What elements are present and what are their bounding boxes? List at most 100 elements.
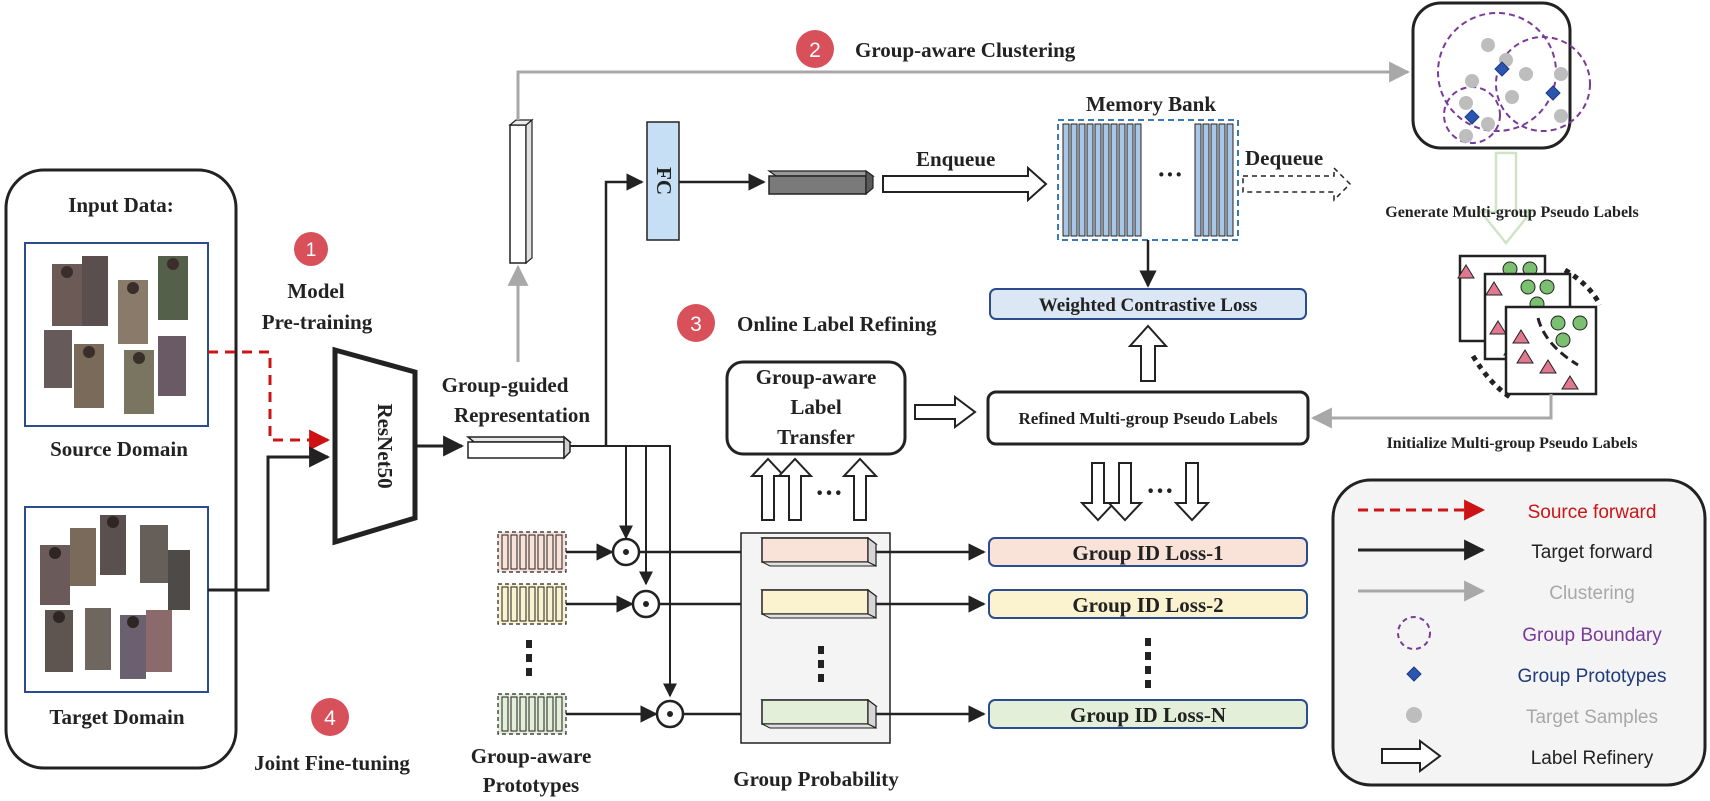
refined-to-contrastive-arrow [1127,324,1169,382]
step-3-number: 3 [690,313,702,336]
prototypes-line1: Group-aware [471,744,592,768]
odot-operator-center [623,549,629,555]
probability-bar [760,588,986,619]
step-1-badge [294,232,328,266]
generate-pseudo-labels-arrow [1478,151,1534,245]
step-1-number: 1 [306,240,317,261]
resnet50-backbone: ResNet50 [332,346,418,546]
prototype-slot [555,696,563,732]
fc-label: FC [652,167,676,195]
embedding-feature-bar [767,169,875,196]
representation-line1: Group-guided [442,373,569,397]
target-person-crops [40,515,190,679]
memory-slot [1126,123,1134,237]
clustering-feature-column [508,118,534,265]
loss-vertical-dots [1145,638,1151,688]
prototype-slot [528,696,536,732]
prototype-slot [519,534,527,570]
memory-slot [1118,123,1126,237]
step-1-line2: Pre-training [262,310,373,334]
memory-slot [1202,123,1210,237]
group-id-loss-label: Group ID Loss-N [1070,703,1226,727]
prototype-rows [497,531,758,735]
enqueue-label: Enqueue [916,147,995,171]
prototype-row [497,583,758,625]
input-data-panel: Input Data: Source Domain [4,168,238,770]
enqueue-arrow [882,165,1048,203]
step-4-number: 4 [324,707,336,730]
step-4-label: Joint Fine-tuning [254,751,410,775]
prototype-row [497,693,758,735]
step-2-badge [796,30,834,68]
step-1-model-pretraining: 1 Model Pre-training [262,232,373,334]
prototype-slot [537,696,545,732]
label-transfer-line2: Label [790,395,842,419]
memory-slot [1078,123,1086,237]
prototype-routing-lines [570,445,677,698]
group-id-loss-box: Group ID Loss-2 [988,589,1308,619]
initialize-pseudo-labels-arrow [1310,394,1553,429]
group-aware-label-transfer-box: Group-aware Label Transfer [725,360,907,456]
group-id-loss-label: Group ID Loss-1 [1072,541,1223,565]
legend-label: Clustering [1549,583,1635,604]
group-id-loss-label: Group ID Loss-2 [1072,593,1223,617]
prototype-slot [528,586,536,622]
source-domain-label: Source Domain [50,437,188,461]
prototype-row [497,531,758,573]
prototype-slot [546,696,554,732]
step-3-badge [677,304,715,342]
step-1-line1: Model [287,279,344,303]
group-id-loss-box: Group ID Loss-N [988,699,1308,729]
legend-label: Target Samples [1526,707,1658,728]
memory-slot [1094,123,1102,237]
probability-vertical-dots [818,646,824,682]
legend-label: Label Refinery [1531,748,1654,769]
prototype-slot [501,696,509,732]
group-probability-bars [760,536,986,729]
prototype-slot [537,586,545,622]
probability-bar [760,698,986,729]
legend-label: Target forward [1531,542,1652,563]
refined-to-group-loss-arrows: ··· [1079,462,1211,522]
label-transfer-line3: Transfer [777,425,855,449]
resnet50-label: ResNet50 [373,403,397,488]
target-forward-arrow [208,446,331,592]
prototype-slot [501,586,509,622]
transfer-to-refined-arrow [914,395,977,429]
svg-text:···: ··· [1146,476,1174,507]
prototype-slot [537,534,545,570]
probability-bar [760,536,986,567]
prototype-slot [555,586,563,622]
refined-pseudo-labels-label: Refined Multi-group Pseudo Labels [1019,409,1278,428]
memory-slot [1086,123,1094,237]
prototype-slot [528,534,536,570]
group-probability-label: Group Probability [733,767,899,791]
prototype-vertical-dots [526,640,532,676]
memory-slot [1218,123,1226,237]
probability-to-transfer-arrows: ··· [749,457,879,521]
memory-bank: ··· [1057,119,1239,241]
refined-pseudo-labels-box: Refined Multi-group Pseudo Labels [986,390,1310,446]
prototype-slot [519,586,527,622]
dequeue-arrow [1242,166,1352,202]
memory-bank-ellipsis: ··· [1157,160,1183,189]
prototype-slot [555,534,563,570]
svg-text:···: ··· [815,478,843,509]
memory-bank-title: Memory Bank [1086,92,1216,116]
prototype-slot [519,696,527,732]
memory-slot [1070,123,1078,237]
generate-pseudo-labels-label: Generate Multi-group Pseudo Labels [1385,204,1638,221]
representation-line2: Representation [454,403,590,427]
weighted-contrastive-loss-box: Weighted Contrastive Loss [989,288,1307,320]
source-forward-arrow [208,350,331,451]
clustering-result-panel [1411,1,1591,150]
dequeue-label: Dequeue [1245,146,1323,170]
prototype-slot [546,534,554,570]
label-transfer-line1: Group-aware [756,365,877,389]
memory-slot [1194,123,1202,237]
step-4-badge [311,698,349,736]
memory-slot [1226,123,1234,237]
